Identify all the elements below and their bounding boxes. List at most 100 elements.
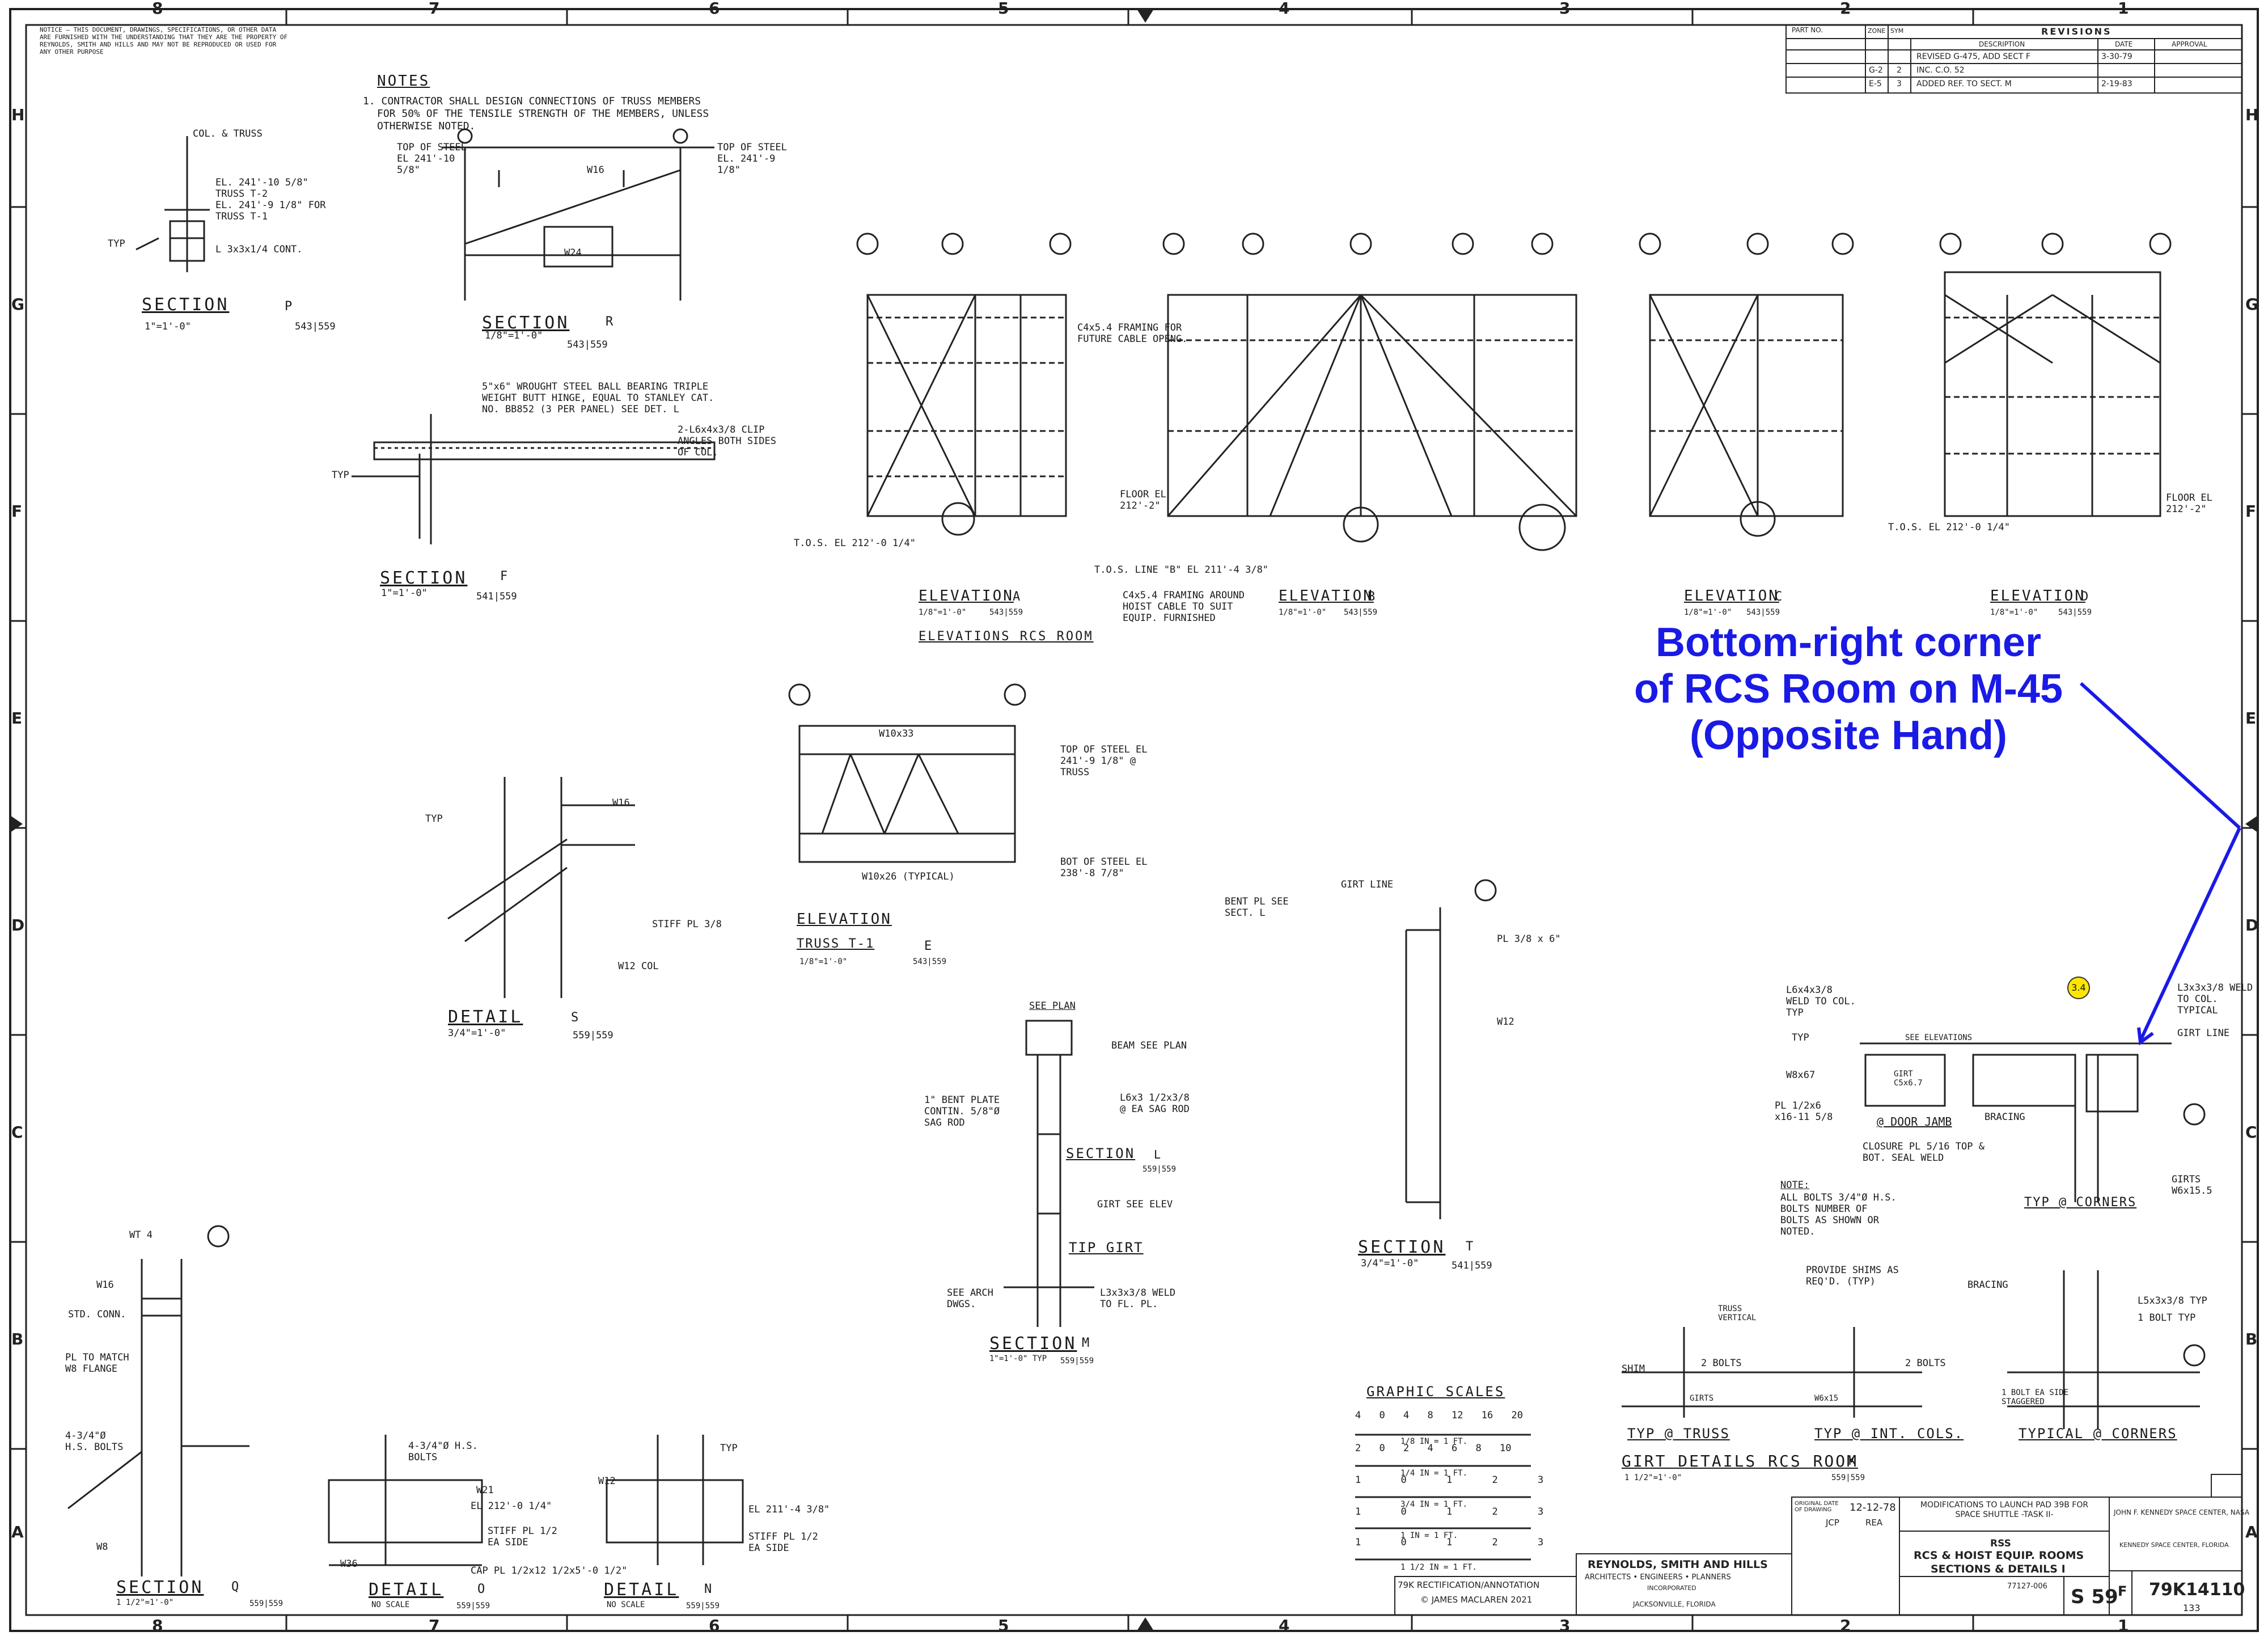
zone-row-h-left: H bbox=[11, 105, 25, 124]
label-bolt-typ: 1 BOLT TYP bbox=[2138, 1312, 2196, 1324]
scale-3-tick-4: 3 bbox=[1538, 1474, 1544, 1486]
label-floor-a: FLOOR EL 212'-2" bbox=[1120, 489, 1166, 512]
zone-col-8-top: 8 bbox=[152, 0, 163, 18]
label-stiff-pl: STIFF PL 3/8 bbox=[652, 919, 722, 930]
scale-3-caption: 3/4 IN = 1 FT. bbox=[1400, 1500, 1468, 1509]
detail-s-scale: 3/4"=1'-0" bbox=[448, 1028, 506, 1039]
scale-4-tick-1: 0 bbox=[1400, 1506, 1407, 1518]
elevation-d-ref: 543|559 bbox=[2058, 608, 2092, 617]
zone-row-g-right: G bbox=[2245, 295, 2258, 314]
section-q-title: SECTION bbox=[116, 1578, 204, 1597]
scale-3-tick-2: 1 bbox=[1446, 1474, 1453, 1486]
section-t-drawing bbox=[1405, 879, 1497, 1219]
label-el-211: EL 211'-4 3/8" bbox=[748, 1504, 830, 1515]
notes-line-3: OTHERWISE NOTED. bbox=[377, 120, 476, 132]
graphic-scales-drawing bbox=[1355, 1434, 1531, 1561]
center-mark-left bbox=[10, 815, 23, 832]
label-wt4: WT 4 bbox=[129, 1229, 153, 1241]
rev-header-approval: APPROVAL bbox=[2172, 40, 2207, 48]
section-p-drawing bbox=[136, 136, 210, 272]
label-bracing-2: BRACING bbox=[1967, 1279, 2008, 1291]
graphic-scales-title: GRAPHIC SCALES bbox=[1366, 1384, 1505, 1400]
label-weld-to-pl: L3x3x3/8 WELD TO FL. PL. bbox=[1100, 1287, 1176, 1310]
system-label: RSS bbox=[1990, 1538, 2011, 1549]
scale-2-tick-5: 8 bbox=[1475, 1443, 1482, 1454]
label-pl-note: PL 1/2x6 x16-11 5/8 bbox=[1775, 1100, 1833, 1123]
scale-4-tick-2: 1 bbox=[1446, 1506, 1453, 1518]
section-l-title: SECTION bbox=[1066, 1146, 1136, 1161]
drawing-title-1: RCS & HOIST EQUIP. ROOMS bbox=[1914, 1549, 2084, 1562]
label-typ-f: TYP bbox=[332, 470, 349, 481]
scale-2-tick-4: 6 bbox=[1452, 1443, 1458, 1454]
rev-header-part-no: PART NO. bbox=[1792, 26, 1823, 34]
detail-o-title: DETAIL bbox=[369, 1580, 444, 1600]
label-future-cable: C4x5.4 FRAMING FOR FUTURE CABLE OPENG. bbox=[1077, 322, 1188, 345]
label-two-bolts-1: 2 BOLTS bbox=[1701, 1358, 1742, 1369]
section-p-ref: 543|559 bbox=[295, 321, 336, 332]
project-title: MODIFICATIONS TO LAUNCH PAD 39B FOR SPAC… bbox=[1920, 1500, 2089, 1519]
section-p-title: SECTION bbox=[142, 295, 230, 315]
label-stiff-pl-ea-n: STIFF PL 1/2 EA SIDE bbox=[748, 1531, 818, 1554]
label-typical-corners: TYPICAL @ CORNERS bbox=[2019, 1426, 2177, 1442]
label-girts-w6: GIRTS W6x15.5 bbox=[2172, 1174, 2212, 1197]
label-bent-pl: BENT PL SEE SECT. L bbox=[1225, 896, 1289, 919]
elevation-d-mark: D bbox=[2081, 590, 2089, 604]
section-m-title: SECTION bbox=[989, 1334, 1077, 1354]
section-r-title: SECTION bbox=[482, 313, 570, 333]
title-block bbox=[1394, 1474, 2242, 1616]
label-col-truss: COL. & TRUSS bbox=[193, 128, 263, 140]
section-p-mark: P bbox=[285, 299, 293, 314]
detail-o-scale: NO SCALE bbox=[371, 1600, 410, 1609]
scale-5-tick-2: 1 bbox=[1446, 1537, 1453, 1548]
label-typ-corners: TYP @ CORNERS bbox=[2024, 1195, 2137, 1210]
detail-s-ref: 559|559 bbox=[573, 1030, 613, 1041]
section-f-mark: F bbox=[500, 569, 508, 584]
label-top-steel-b: TOP OF STEEL EL. 241'-9 1/8" bbox=[717, 142, 787, 176]
scale-5-tick-3: 2 bbox=[1492, 1537, 1498, 1548]
detail-s-title: DETAIL bbox=[448, 1007, 523, 1027]
girt-details-title: GIRT DETAILS RCS ROOM bbox=[1622, 1452, 1859, 1470]
scale-3-tick-3: 2 bbox=[1492, 1474, 1498, 1486]
zone-row-a-left: A bbox=[11, 1523, 24, 1541]
section-t-mark: T bbox=[1466, 1240, 1474, 1254]
label-lg-weld: L6x4x3/8 WELD TO COL. TYP bbox=[1786, 984, 1856, 1018]
elevation-e-mark: E bbox=[924, 939, 932, 953]
section-t-ref: 541|559 bbox=[1452, 1260, 1492, 1271]
label-typ-s: TYP bbox=[425, 813, 443, 825]
corners-plan-drawing bbox=[1860, 1042, 2206, 1202]
note-heading: NOTE: bbox=[1780, 1180, 1810, 1191]
scale-3-tick-1: 0 bbox=[1400, 1474, 1407, 1486]
rev-header-sym: SYM bbox=[1890, 27, 1904, 35]
firm-sub: ARCHITECTS • ENGINEERS • PLANNERS bbox=[1585, 1573, 1731, 1582]
label-typ-n: TYP bbox=[720, 1443, 738, 1454]
label-w6x15: W6x15 bbox=[1814, 1394, 1839, 1403]
scale-1-ticks: 4 0 4 8 12 16 20 bbox=[1355, 1410, 1523, 1421]
orig-date-label: ORIGINAL DATE OF DRAWING bbox=[1795, 1500, 1839, 1513]
scale-5-tick-4: 3 bbox=[1538, 1537, 1544, 1548]
elevation-b-mark: B bbox=[1368, 590, 1376, 604]
label-girt-line-corner: GIRT LINE bbox=[2177, 1028, 2230, 1039]
scale-4-tick-0: 1 bbox=[1355, 1506, 1361, 1518]
section-r-ref: 543|559 bbox=[567, 339, 608, 350]
detail-o-mark: O bbox=[477, 1582, 485, 1596]
label-w8-q: W8 bbox=[96, 1541, 108, 1553]
label-w16-r: W16 bbox=[587, 164, 604, 176]
label-bent-plate: 1" BENT PLATE CONTIN. 5/8"Ø SAG ROD bbox=[924, 1094, 1000, 1128]
label-w12-col: W12 COL bbox=[618, 961, 659, 972]
annotation-line-3: (Opposite Hand) bbox=[1690, 713, 2007, 758]
annotation-line-2: of RCS Room on M-45 bbox=[1634, 666, 2063, 712]
sheet-number: S 59 bbox=[2071, 1586, 2118, 1608]
scale-1-tick-2: 4 bbox=[1403, 1410, 1410, 1421]
scale-5-caption: 1 1/2 IN = 1 FT. bbox=[1400, 1563, 1477, 1572]
zone-row-f-left: F bbox=[11, 502, 23, 521]
elevation-c-scale: 1/8"=1'-0" bbox=[1684, 608, 1732, 617]
scale-2-tick-1: 0 bbox=[1379, 1443, 1385, 1454]
elevation-b-ref: 543|559 bbox=[1344, 608, 1378, 617]
section-f-title: SECTION bbox=[380, 568, 468, 588]
notice-text: NOTICE — THIS DOCUMENT, DRAWINGS, SPECIF… bbox=[40, 26, 288, 56]
section-m-drawing bbox=[1004, 1020, 1094, 1327]
section-q-ref: 559|559 bbox=[249, 1599, 284, 1608]
label-pl-match: PL TO MATCH W8 FLANGE bbox=[65, 1352, 129, 1375]
elevation-e-drawing bbox=[788, 683, 1026, 863]
scale-2-ticks: 2 0 2 4 6 8 10 bbox=[1355, 1443, 1511, 1454]
